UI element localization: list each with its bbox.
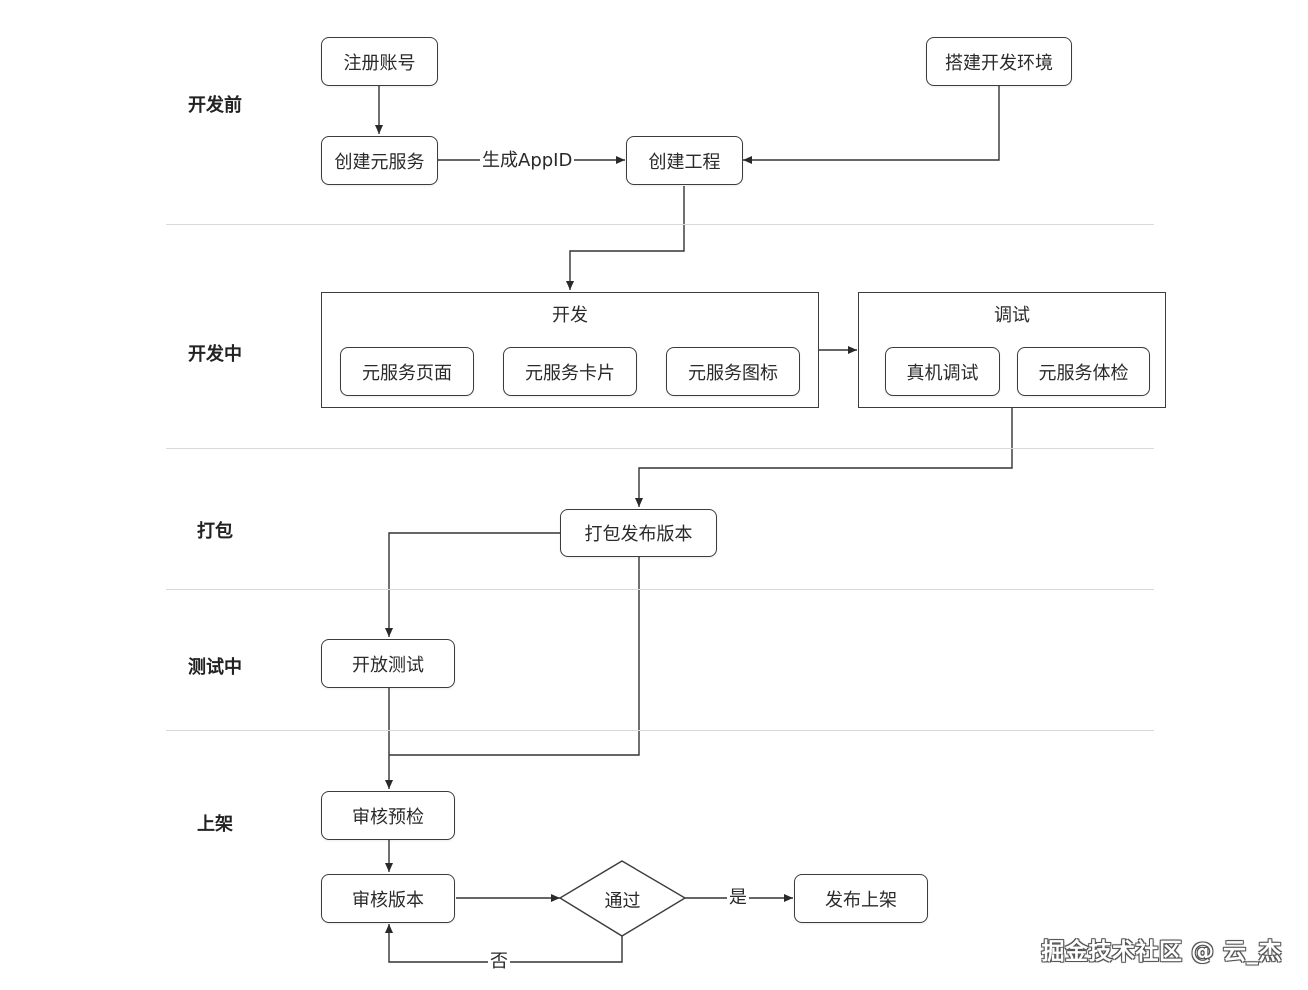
phase-label-during: 开发中 <box>188 344 242 365</box>
debug-group-title: 调试 <box>994 305 1030 326</box>
service-check-node: 元服务体检 <box>1017 347 1150 396</box>
phase-label-package: 打包 <box>197 521 233 542</box>
review-version-node: 审核版本 <box>321 874 455 923</box>
register-account-node: 注册账号 <box>321 37 438 86</box>
phase-divider <box>166 730 1154 731</box>
setup-env-node: 搭建开发环境 <box>926 37 1072 86</box>
service-icon-node: 元服务图标 <box>666 347 800 396</box>
service-card-node: 元服务卡片 <box>503 347 637 396</box>
device-debug-node: 真机调试 <box>885 347 1000 396</box>
no-label: 否 <box>488 951 510 972</box>
phase-divider <box>166 448 1154 449</box>
edge-package-to-precheck <box>389 556 640 756</box>
service-page-node: 元服务页面 <box>340 347 474 396</box>
phase-label-release: 上架 <box>197 814 233 835</box>
create-service-node: 创建元服务 <box>321 136 438 185</box>
phase-divider <box>166 589 1154 590</box>
publish-node: 发布上架 <box>794 874 928 923</box>
dev-group-title: 开发 <box>552 305 588 326</box>
yes-label: 是 <box>727 887 749 908</box>
package-release-node: 打包发布版本 <box>560 509 717 557</box>
phase-label-testing: 测试中 <box>188 657 242 678</box>
pass-decision-diamond <box>558 860 687 937</box>
phase-label-before: 开发前 <box>188 95 242 116</box>
watermark: 掘金技术社区 @ 云_杰 <box>1041 939 1282 965</box>
edge-debug-to-package <box>635 408 1013 507</box>
generate-appid-label: 生成AppID <box>480 150 575 171</box>
pass-decision-label: 通过 <box>604 891 641 912</box>
edge-env-to-project <box>743 86 1000 164</box>
edge-project-to-dev <box>566 186 685 290</box>
review-precheck-node: 审核预检 <box>321 791 455 840</box>
edge-package-to-test <box>385 532 560 637</box>
phase-divider <box>166 224 1154 225</box>
create-project-node: 创建工程 <box>626 136 743 185</box>
open-test-node: 开放测试 <box>321 639 455 688</box>
